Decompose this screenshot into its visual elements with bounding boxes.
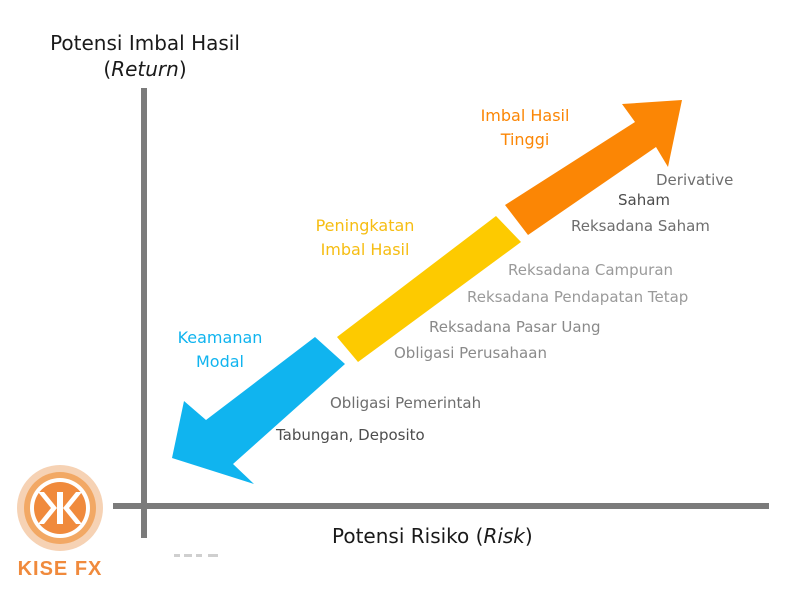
instrument-reksadana-pendapatan-tetap: Reksadana Pendapatan Tetap xyxy=(467,288,689,306)
instrument-saham: Saham xyxy=(618,191,671,209)
arrow-segment-return-growth xyxy=(337,216,521,362)
instrument-reksadana-pasar-uang: Reksadana Pasar Uang xyxy=(429,318,601,336)
y-axis-title-line2: (Return) xyxy=(103,57,187,81)
instrument-obligasi-pemerintah: Obligasi Pemerintah xyxy=(330,394,482,412)
arrow-segment-capital-safety xyxy=(172,337,345,484)
kise-fx-logo: KISE FX xyxy=(14,462,106,582)
x-axis-title: Potensi Risiko (Risk) xyxy=(332,524,533,548)
zone-label-return-growth: Peningkatan Imbal Hasil xyxy=(315,216,415,259)
instrument-reksadana-saham: Reksadana Saham xyxy=(571,217,710,235)
zone-label-capital-safety: Keamanan Modal xyxy=(177,328,263,371)
instrument-tabungan-deposito: Tabungan, Deposito xyxy=(276,426,425,444)
logo-wordmark: KISE FX xyxy=(17,558,103,580)
arrow-segment-high-return xyxy=(505,100,682,235)
instrument-derivative: Derivative xyxy=(656,171,734,189)
instrument-reksadana-campuran: Reksadana Campuran xyxy=(508,261,674,279)
x-axis-line xyxy=(113,503,769,509)
y-axis-title-line1: Potensi Imbal Hasil xyxy=(50,31,240,55)
instrument-obligasi-perusahaan: Obligasi Perusahaan xyxy=(394,344,547,362)
y-axis-line xyxy=(141,88,147,538)
kise-fx-logo-icon xyxy=(17,465,103,551)
zone-label-high-return: Imbal Hasil Tinggi xyxy=(480,106,570,149)
y-axis-title: Potensi Imbal Hasil (Return) xyxy=(20,30,270,82)
clipped-text-remnant xyxy=(172,543,232,557)
